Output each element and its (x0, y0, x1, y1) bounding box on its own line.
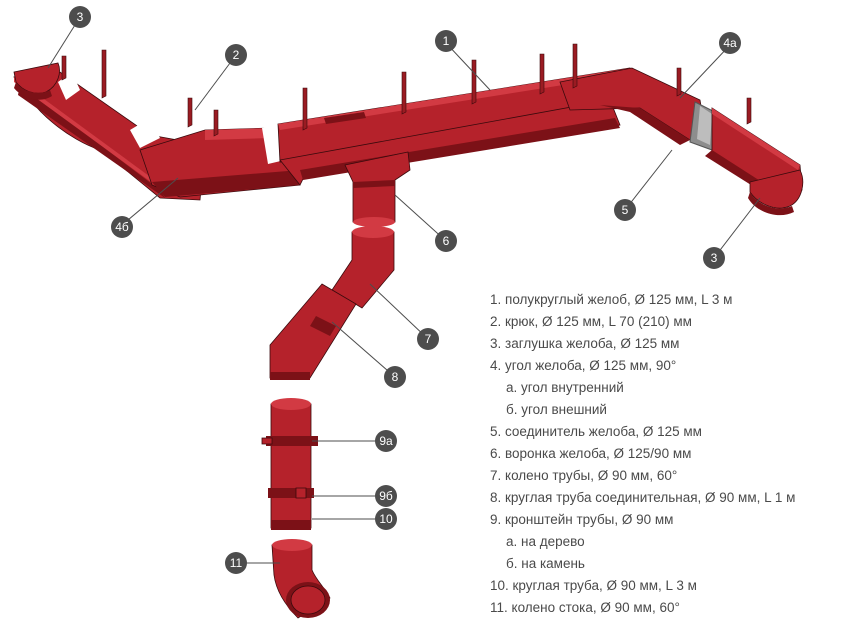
outlet-elbow (271, 539, 331, 619)
pipe-bracket-stone (268, 487, 314, 499)
callout-label: 11 (230, 556, 243, 570)
callout-badge-10: 10 (375, 508, 397, 530)
pipe-bracket-wood (261, 436, 318, 446)
straight-pipe (270, 398, 312, 530)
callout-label: 9б (379, 489, 393, 503)
gutter-funnel (344, 151, 411, 227)
legend-item: 8. круглая труба соединительная, Ø 90 мм… (490, 490, 796, 505)
callout-label: 10 (379, 512, 393, 526)
legend-subitem: а. угол внутренний (506, 380, 624, 395)
callout-badge-8: 8 (384, 366, 406, 388)
callout-label: 4а (723, 36, 737, 50)
callout-badge-4a: 4а (719, 32, 741, 54)
legend-item: 11. колено стока, Ø 90 мм, 60° (490, 600, 680, 615)
legend-item: 10. круглая труба, Ø 90 мм, L 3 м (490, 578, 697, 593)
callout-label: 5 (622, 203, 629, 217)
parts-legend: 1. полукруглый желоб, Ø 125 мм, L 3 м 2.… (490, 289, 840, 619)
callout-label: 2 (233, 48, 240, 62)
legend-subitem: б. угол внешний (506, 402, 607, 417)
gutter-connector-band (689, 101, 716, 151)
legend-item: 6. воронка желоба, Ø 125/90 мм (490, 446, 692, 461)
gutter-assembly (13, 43, 804, 227)
callout-label: 4б (115, 220, 129, 234)
callout-badge-4b: 4б (111, 216, 133, 238)
callout-badge-1: 1 (435, 30, 457, 52)
callout-label: 3 (77, 10, 84, 24)
callout-badge-3-right: 3 (703, 247, 725, 269)
callout-badge-9b: 9б (375, 485, 397, 507)
callout-badge-11: 11 (225, 552, 247, 574)
legend-item: 3. заглушка желоба, Ø 125 мм (490, 336, 680, 351)
callout-badge-7: 7 (417, 328, 439, 350)
legend-item: 5. соединитель желоба, Ø 125 мм (490, 424, 702, 439)
legend-subitem: б. на камень (506, 556, 585, 571)
legend-item: 7. колено трубы, Ø 90 мм, 60° (490, 468, 678, 483)
gutter-hooks (61, 43, 752, 137)
callout-badge-6: 6 (435, 230, 457, 252)
legend-subitem: а. на дерево (506, 534, 585, 549)
connecting-pipe (269, 283, 357, 380)
callout-label: 1 (443, 34, 450, 48)
callout-badges: 3 2 1 4а 4б 5 3 6 (69, 6, 741, 574)
legend-item: 2. крюк, Ø 125 мм, L 70 (210) мм (490, 314, 692, 329)
outer-corner (139, 127, 301, 198)
callout-badge-2: 2 (225, 44, 247, 66)
callout-badge-9a: 9а (375, 430, 397, 452)
callout-label: 8 (392, 370, 399, 384)
callout-label: 7 (425, 332, 432, 346)
end-cap-right (748, 169, 804, 216)
callout-label: 3 (711, 251, 718, 265)
pipe-elbow (331, 226, 395, 309)
callout-label: 6 (443, 234, 450, 248)
legend-item: 1. полукруглый желоб, Ø 125 мм, L 3 м (490, 292, 733, 307)
legend-item: 4. угол желоба, Ø 125 мм, 90° (490, 358, 677, 373)
callout-badge-5: 5 (614, 199, 636, 221)
callout-badge-3-left: 3 (69, 6, 91, 28)
end-cap-left (13, 62, 60, 100)
downpipe-assembly (261, 226, 395, 619)
legend-item: 9. кронштейн трубы, Ø 90 мм (490, 512, 674, 527)
callout-label: 9а (379, 434, 393, 448)
